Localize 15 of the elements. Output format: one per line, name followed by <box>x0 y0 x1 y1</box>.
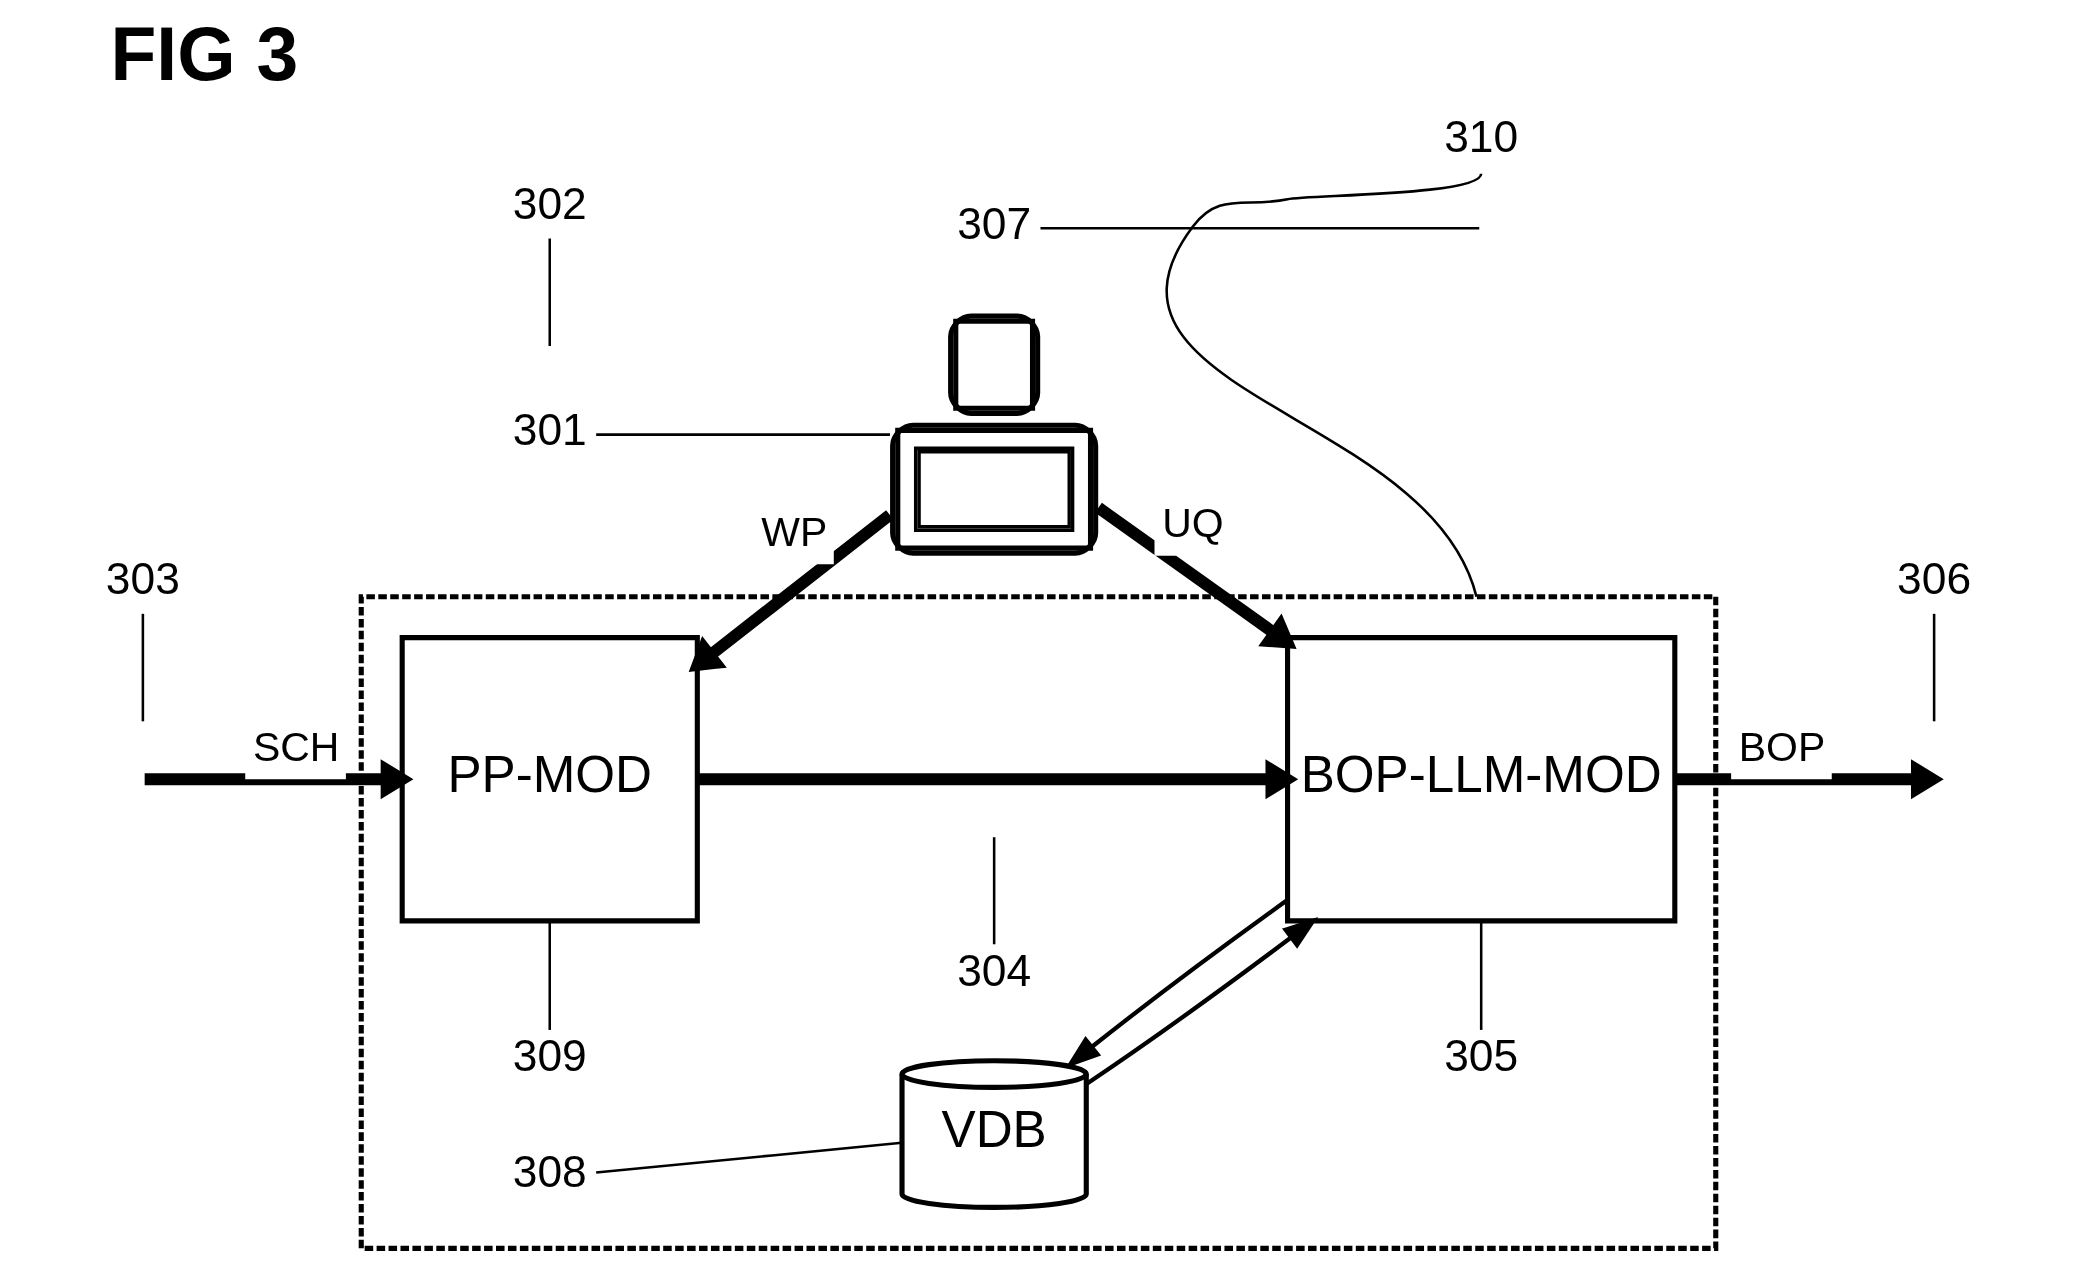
node-text: 303 <box>105 553 180 603</box>
diagram-title: FIG 3 <box>109 12 298 97</box>
node-text: 309 <box>512 1031 587 1081</box>
node-text: 304 <box>956 946 1031 996</box>
node-text: 301 <box>512 405 587 455</box>
edge-label: BOP <box>1738 723 1825 770</box>
node-text: 305 <box>1443 1031 1518 1081</box>
edge-label: UQ <box>1161 500 1224 547</box>
node-text: 306 <box>1896 553 1971 603</box>
edge-label: WP <box>760 508 827 555</box>
node-text: 308 <box>512 1147 587 1197</box>
edge-label: SCH <box>252 723 339 770</box>
node-text: 302 <box>512 178 587 228</box>
node-text: 310 <box>1443 111 1518 161</box>
node-text: 307 <box>956 198 1031 248</box>
